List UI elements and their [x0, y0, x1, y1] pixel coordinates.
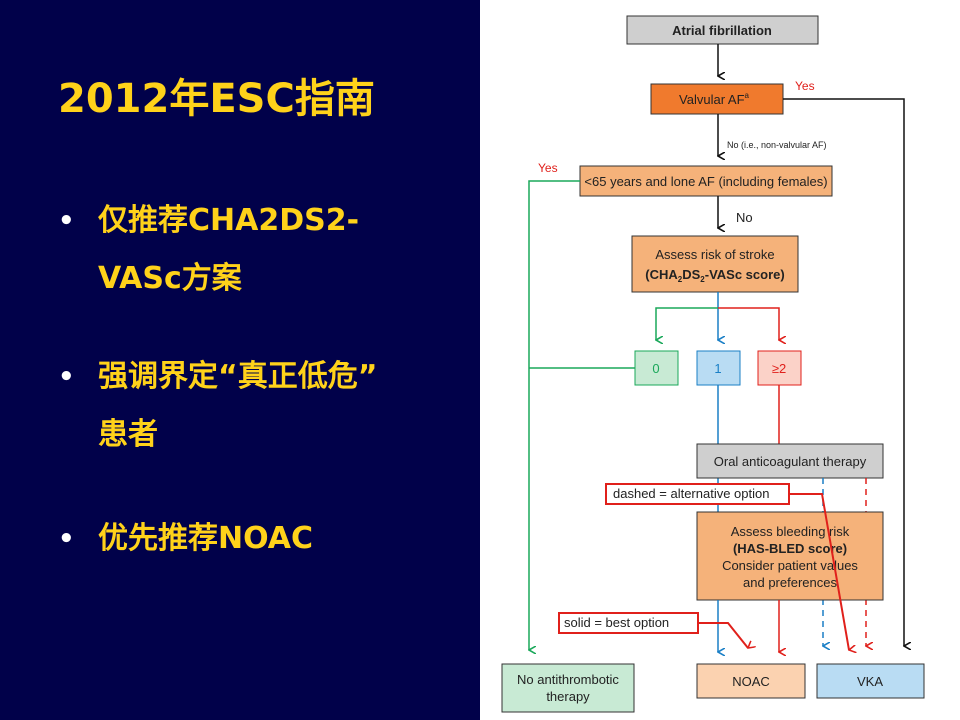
bullet-line: VASc方案 [98, 261, 242, 296]
score-1-box [696, 350, 741, 386]
bleed-line2: (HAS-BLED score) [733, 541, 847, 556]
assess-bleeding-box [696, 511, 884, 601]
bleed-line3: Consider patient values [722, 558, 858, 573]
vka-label: VKA [857, 674, 883, 689]
assess-stroke-box [631, 235, 799, 293]
bleed-line1: Assess bleeding risk [731, 524, 850, 539]
bullet-dot: • [58, 362, 75, 392]
arrow [783, 98, 904, 646]
bullet-line: 强调界定“真正低危” [98, 359, 378, 394]
noac-label: NOAC [732, 674, 770, 689]
no-antithrombotic-box [501, 663, 635, 713]
score-2-box [757, 350, 802, 386]
no-nonvalvular-label: No (i.e., non-valvular AF) [727, 140, 827, 150]
bullet-dot: • [58, 524, 75, 554]
arrow [718, 307, 779, 340]
assess-stroke-line1: Assess risk of stroke [655, 247, 774, 262]
score-2-label: ≥2 [772, 361, 786, 376]
yes-label: Yes [538, 161, 558, 175]
score-0-label: 0 [652, 361, 659, 376]
bullet-item: • 仅推荐CHA2DS2- VASc方案 [58, 192, 458, 308]
bullet-item: • 优先推荐NOAC [58, 510, 458, 568]
vka-box [816, 663, 925, 699]
bullet-item: • 强调界定“真正低危” 患者 [58, 348, 468, 464]
yes-label: Yes [795, 79, 815, 93]
bullet-line: 优先推荐NOAC [98, 521, 314, 556]
solid-note-label: solid = best option [564, 615, 669, 630]
lone-af-box [579, 165, 833, 197]
oral-anticoag-label: Oral anticoagulant therapy [714, 454, 867, 469]
slide-title: 2012年ESC指南 [58, 76, 375, 122]
no-label: No [736, 210, 753, 225]
valvular-af-label: Valvular AFa [679, 91, 750, 107]
noac-box [696, 663, 806, 699]
af-box [626, 15, 819, 45]
flowchart-panel: Atrial fibrillation Valvular AFa Yes No … [480, 0, 960, 720]
arrow [656, 307, 718, 340]
oral-anticoag-box [696, 443, 884, 479]
assess-stroke-line2: (CHA2DS2-VASc score) [645, 267, 784, 284]
score-0-box [634, 350, 679, 386]
bullet-line: 仅推荐CHA2DS2- [98, 203, 360, 238]
dashed-note-label: dashed = alternative option [613, 486, 769, 501]
no-antithrombotic-line1: No antithrombotic [517, 672, 619, 687]
bullet-dot: • [58, 206, 75, 236]
valvular-af-box [650, 83, 784, 115]
annotation-arrow [789, 493, 849, 650]
af-label: Atrial fibrillation [672, 23, 772, 38]
flowchart: Atrial fibrillation Valvular AFa Yes No … [501, 15, 925, 713]
annotation-arrow [698, 622, 748, 648]
arrow [529, 180, 580, 650]
lone-af-label: <65 years and lone AF (including females… [584, 174, 827, 189]
bleed-line4: and preferences [743, 575, 837, 590]
bullet-line: 患者 [98, 417, 158, 452]
score-1-label: 1 [714, 361, 721, 376]
no-antithrombotic-line2: therapy [546, 689, 590, 704]
